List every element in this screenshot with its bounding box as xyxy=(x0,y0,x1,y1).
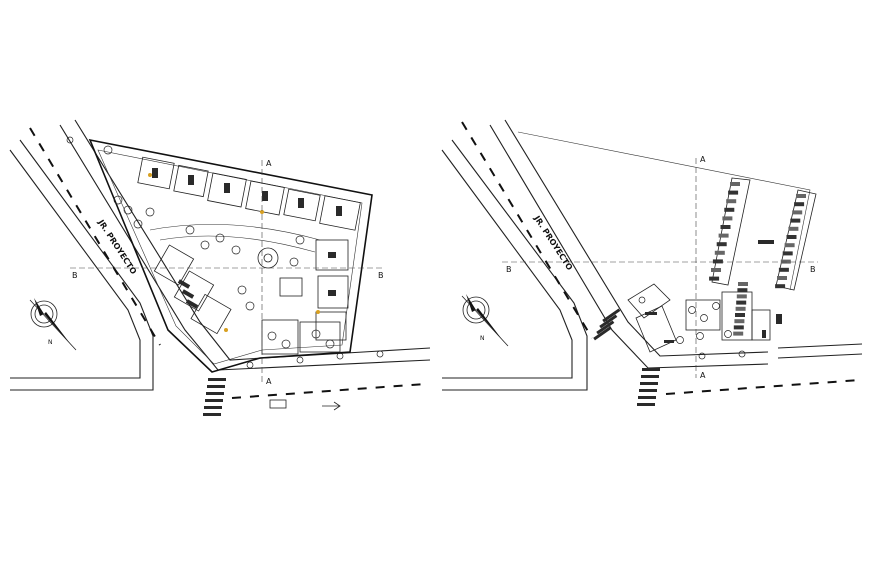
solid-bar-low xyxy=(664,340,674,343)
parking-stall xyxy=(737,288,748,293)
parking-stall xyxy=(724,207,735,212)
section-b-right-left: B xyxy=(378,271,384,280)
section-b-right-right: B xyxy=(810,265,816,274)
north-arrow-left: N xyxy=(29,298,77,351)
accent-marks-left xyxy=(148,173,320,332)
section-b-left-left: B xyxy=(72,271,78,280)
parking-stall xyxy=(709,276,720,281)
parking-stalls-right xyxy=(775,194,806,289)
road-left-inner xyxy=(59,124,431,371)
parking-stall xyxy=(784,243,795,248)
parking-stall xyxy=(777,276,787,280)
parking-stall xyxy=(720,225,731,229)
parking-stall xyxy=(790,218,801,223)
road-left-outer-2 xyxy=(10,139,154,391)
parking-stall xyxy=(738,282,748,286)
parking-stall xyxy=(714,250,725,255)
car-icon xyxy=(269,399,287,409)
solid-bar-top xyxy=(758,240,774,244)
road-right-outer-2 xyxy=(442,139,588,391)
site-plan-right: A A B B JR. PROYECTO N xyxy=(441,119,863,406)
road-right-outer xyxy=(441,149,573,379)
parking-stall xyxy=(792,210,803,215)
section-a-bottom-left: A xyxy=(266,377,272,386)
parking-stall xyxy=(780,259,791,264)
crosswalk-left xyxy=(203,378,226,416)
road-right-east xyxy=(777,343,863,359)
parking-stalls-left xyxy=(709,182,740,281)
north-label-right: N xyxy=(480,335,485,342)
north-arrow-right: N xyxy=(461,294,509,347)
road-right-centerline-diagonal xyxy=(461,121,593,339)
arrow-icon xyxy=(322,401,341,411)
plot-boundary-left xyxy=(88,138,373,373)
parking-stall xyxy=(722,216,733,221)
building-column-right xyxy=(315,239,349,341)
trees-left xyxy=(66,136,384,369)
parking-stall xyxy=(735,306,746,311)
parking-stall xyxy=(788,226,799,231)
parking-stall xyxy=(733,331,744,336)
parking-stall xyxy=(736,294,747,299)
road-left-outer xyxy=(9,149,141,379)
parking-stalls-small xyxy=(733,282,748,336)
road-right-centerline-bottom xyxy=(665,379,861,395)
section-a-top-left: A xyxy=(266,159,272,168)
building-blocks-right xyxy=(627,240,782,353)
parking-stall xyxy=(711,268,721,272)
parking-stall xyxy=(733,325,744,330)
north-label-left: N xyxy=(48,339,53,346)
parking-stall xyxy=(736,300,747,305)
parking-stall xyxy=(728,190,739,195)
site-plan-left: A A B B JR. PROYECTO N xyxy=(9,119,431,416)
trees-right xyxy=(638,296,746,360)
crosswalk-right-bottom xyxy=(637,368,660,406)
parking-stall xyxy=(782,251,793,256)
parking-stall xyxy=(734,319,745,324)
parking-stall xyxy=(716,242,727,247)
street-label-right: JR. PROYECTO xyxy=(532,213,575,272)
road-centerline-bottom xyxy=(231,383,426,399)
section-a-top-right: A xyxy=(700,155,706,164)
road-right-inner xyxy=(489,124,769,369)
building-row-top xyxy=(137,156,361,231)
plot-boundary-right xyxy=(517,131,811,291)
road-centerline-diagonal xyxy=(29,127,161,346)
parking-stall xyxy=(794,202,805,207)
section-b-left-right: B xyxy=(506,265,512,274)
parking-stall xyxy=(778,267,789,272)
crosswalk-right-diagonal xyxy=(593,308,621,341)
parking-stall xyxy=(712,259,723,264)
building-column-left xyxy=(153,244,232,335)
parking-stall xyxy=(726,199,737,204)
parking-stall xyxy=(786,235,797,239)
parking-stall xyxy=(718,233,729,238)
road-right-inner-2 xyxy=(504,119,769,357)
parking-stall xyxy=(735,313,745,317)
solid-bar-mid xyxy=(645,312,657,315)
parking-stall xyxy=(775,284,786,289)
section-a-bottom-right: A xyxy=(700,371,706,380)
parking-stall xyxy=(730,182,740,186)
parking-stall xyxy=(796,194,806,198)
